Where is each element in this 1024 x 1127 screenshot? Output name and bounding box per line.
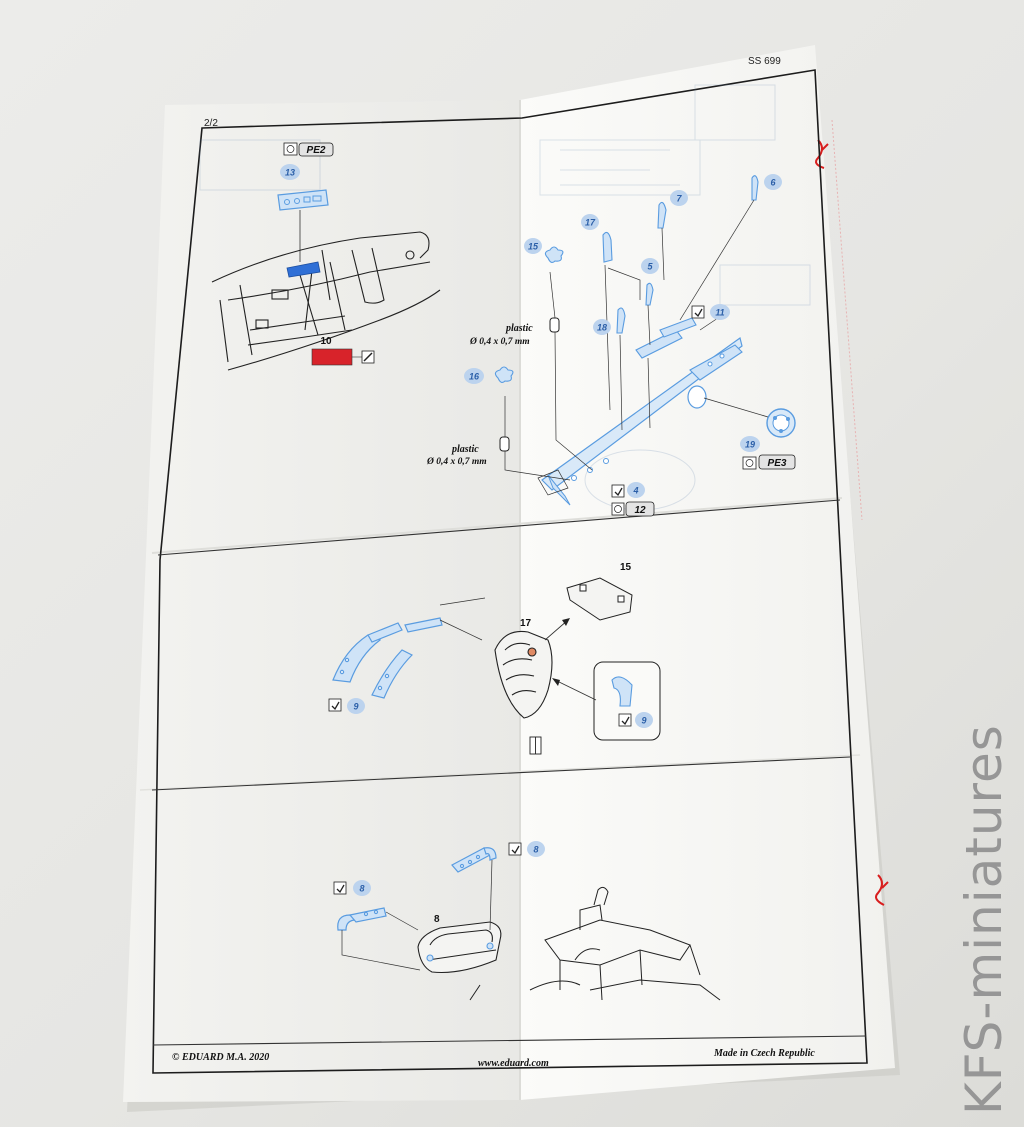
plastic-rods bbox=[499, 317, 560, 452]
seat-pan-drawing bbox=[417, 921, 502, 973]
part-15-label: 15 bbox=[620, 562, 632, 573]
callout-19: 19 bbox=[740, 436, 760, 452]
callout-17: 17 bbox=[581, 214, 599, 230]
part-17-label: 17 bbox=[520, 618, 532, 629]
cockpit-drawing bbox=[211, 231, 441, 371]
sheet-code: SS 699 bbox=[748, 56, 781, 67]
scissors-mark-top bbox=[815, 139, 829, 169]
svg-text:PE3: PE3 bbox=[768, 458, 787, 469]
footer: © EDUARD M.A. 2020 www.eduard.com Made i… bbox=[172, 1048, 815, 1069]
buckle-strip-left bbox=[337, 907, 387, 931]
seat-belt-strips bbox=[332, 617, 443, 699]
paint-ref-12-tag: 12 bbox=[611, 501, 655, 517]
svg-text:18: 18 bbox=[597, 323, 607, 333]
svg-text:plastic: plastic bbox=[451, 444, 479, 455]
assembly-lines-step3 bbox=[341, 859, 493, 971]
callout-18: 18 bbox=[593, 319, 611, 335]
callout-11: 11 bbox=[691, 304, 730, 320]
pe2-tag: PE2 bbox=[283, 142, 334, 157]
watermark-text: KFS-miniatures bbox=[955, 724, 1013, 1115]
svg-text:7: 7 bbox=[676, 194, 682, 204]
svg-text:16: 16 bbox=[469, 372, 480, 382]
paper-right-panel bbox=[520, 45, 895, 1100]
seat-drawing bbox=[494, 630, 553, 719]
svg-text:11: 11 bbox=[715, 308, 724, 318]
paper-left-panel bbox=[123, 100, 520, 1102]
footer-origin: Made in Czech Republic bbox=[713, 1048, 815, 1059]
callout-7: 7 bbox=[670, 190, 688, 206]
seat-post bbox=[529, 736, 542, 755]
svg-text:Ø 0,4 x 0,7 mm: Ø 0,4 x 0,7 mm bbox=[469, 337, 530, 347]
svg-text:17: 17 bbox=[585, 218, 596, 228]
svg-text:8: 8 bbox=[359, 884, 364, 894]
callout-15: 15 bbox=[524, 238, 542, 254]
svg-text:5: 5 bbox=[647, 262, 653, 272]
callout-8-right: 8 bbox=[508, 841, 545, 857]
scissors-mark-bottom bbox=[875, 874, 889, 906]
detail-box bbox=[593, 661, 661, 741]
buckle-strip-upper bbox=[451, 847, 497, 873]
part-10-red-paint: 10 bbox=[311, 336, 375, 366]
headrest-part bbox=[566, 577, 633, 621]
belt-guide-line-2 bbox=[439, 597, 486, 606]
detail-arrow bbox=[554, 679, 597, 701]
pe3-tag: PE3 bbox=[742, 454, 796, 470]
footer-copyright: © EDUARD M.A. 2020 bbox=[172, 1052, 269, 1063]
harness-strips bbox=[494, 175, 759, 383]
svg-text:6: 6 bbox=[770, 178, 776, 188]
panel-location-highlight bbox=[286, 261, 321, 278]
callout-6: 6 bbox=[764, 174, 782, 190]
rudder-pedal-part bbox=[703, 397, 796, 438]
page-number: 2/2 bbox=[204, 118, 218, 129]
callout-9-left: 9 bbox=[328, 698, 365, 714]
part-8-label: 8 bbox=[434, 914, 440, 925]
fold-line-lower bbox=[139, 754, 861, 791]
svg-text:Ø 0,4 x 0,7 mm: Ø 0,4 x 0,7 mm bbox=[426, 457, 487, 467]
svg-text:12: 12 bbox=[634, 505, 646, 516]
svg-text:13: 13 bbox=[285, 168, 295, 178]
svg-text:PE2: PE2 bbox=[307, 145, 326, 156]
svg-text:15: 15 bbox=[528, 242, 539, 252]
fold-line-upper bbox=[151, 497, 843, 554]
svg-text:4: 4 bbox=[632, 486, 638, 496]
seat-frame-part bbox=[541, 336, 743, 506]
plastic-rod-label-upper: plastic Ø 0,4 x 0,7 mm bbox=[469, 323, 533, 347]
step-2-area: 17 15 9 9 bbox=[328, 562, 661, 755]
callout-13: 13 bbox=[280, 164, 300, 180]
svg-text:19: 19 bbox=[745, 440, 755, 450]
step-divider-2 bbox=[151, 756, 851, 791]
reverse-side-show-through bbox=[199, 84, 811, 511]
perforation-edge bbox=[831, 119, 863, 521]
belt-guide-line bbox=[439, 619, 483, 641]
svg-text:10: 10 bbox=[320, 336, 332, 347]
callout-16: 16 bbox=[464, 368, 484, 384]
callout-5: 5 bbox=[641, 258, 659, 274]
footer-divider bbox=[152, 1035, 867, 1046]
step-3-area: 8 8 8 bbox=[333, 841, 721, 1001]
svg-text:plastic: plastic bbox=[505, 323, 533, 334]
footer-website: www.eduard.com bbox=[478, 1058, 549, 1069]
instrument-panel-part bbox=[277, 189, 329, 211]
sheet-frame bbox=[152, 69, 868, 1074]
cockpit-floor-drawing bbox=[469, 886, 721, 1001]
plastic-rod-label-lower: plastic Ø 0,4 x 0,7 mm bbox=[426, 444, 487, 467]
step-1-area: PE2 10 bbox=[211, 142, 796, 517]
callout-9-detail: 9 bbox=[618, 712, 653, 728]
step-divider-1 bbox=[157, 499, 841, 556]
svg-text:8: 8 bbox=[533, 845, 538, 855]
callout-8-left: 8 bbox=[333, 880, 371, 896]
svg-text:9: 9 bbox=[353, 702, 358, 712]
headrest-arrow bbox=[544, 619, 569, 641]
assembly-lines bbox=[504, 199, 755, 496]
callout-4: 4 bbox=[611, 482, 645, 498]
svg-text:9: 9 bbox=[641, 716, 646, 726]
